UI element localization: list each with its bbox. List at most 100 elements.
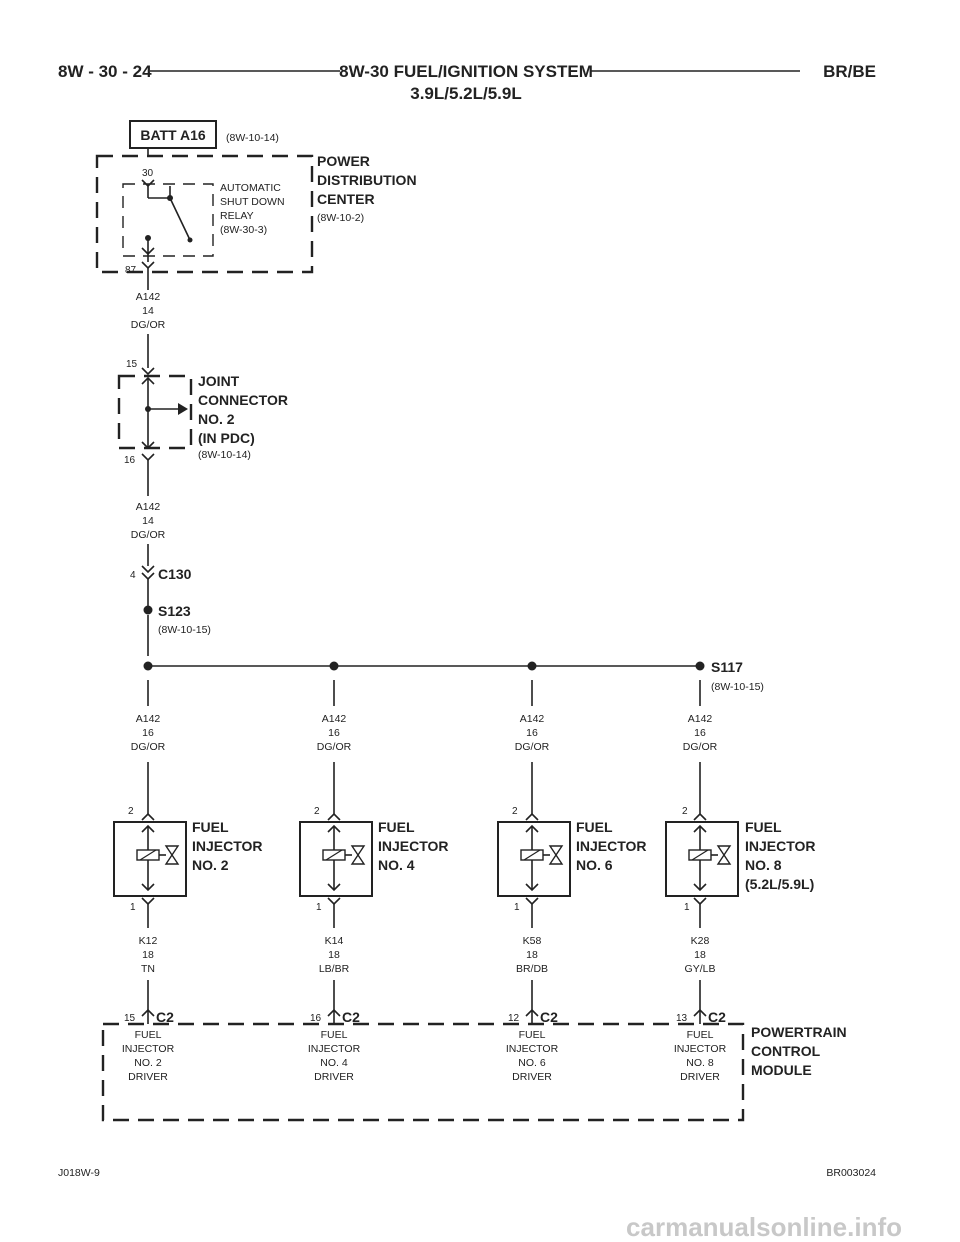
joint-pin-in: 15: [126, 359, 138, 370]
joint-name-3: NO. 2: [198, 411, 235, 427]
joint-ref: (8W-10-14): [198, 449, 251, 461]
pcm-name-1: POWERTRAIN: [751, 1024, 847, 1040]
branch-injector-8: A142 16 DG/OR 2 FUEL INJECTOR NO. 8 (5.2…: [665, 680, 816, 1083]
injector-8-name-4: (5.2L/5.9L): [745, 876, 814, 892]
branch-4-pin-bottom: 1: [684, 902, 690, 913]
branch-1-pin-bottom-connector: [141, 897, 155, 906]
bus-node-1: [143, 661, 153, 671]
page-subtitle: 3.9L/5.2L/5.9L: [410, 84, 522, 103]
joint-inner-arrow-bottom: [141, 441, 155, 450]
branch-1-wire-in-circuit: A142: [136, 713, 161, 725]
relay-arm-tip: [187, 237, 193, 243]
pcm-name-3: MODULE: [751, 1062, 812, 1078]
driver-2-line-4: DRIVER: [128, 1071, 168, 1083]
branch-4-wire-in-circuit: A142: [688, 713, 713, 725]
wire-pdc-out-circuit: A142: [136, 291, 161, 303]
joint-name-1: JOINT: [198, 373, 240, 389]
s117-label: S117: [711, 659, 743, 675]
pdc-name-3: CENTER: [317, 191, 375, 207]
injector-2-name-2: INJECTOR: [192, 838, 263, 854]
injector-4-valve-icon: [350, 845, 366, 865]
joint-branch-arrow: [178, 403, 188, 415]
joint-pin-out: 16: [124, 455, 136, 466]
injector-6-valve-icon: [548, 845, 564, 865]
injector-8-coil-slash: [691, 849, 709, 861]
battery-label: BATT A16: [140, 127, 206, 143]
driver-2-line-1: FUEL: [135, 1029, 162, 1041]
injector-2-valve-icon: [164, 845, 180, 865]
branch-2-pin-top-connector: [327, 812, 341, 821]
driver-4-line-2: INJECTOR: [308, 1043, 361, 1055]
pdc-pin-out-connector: [141, 261, 155, 270]
wire-joint-out-gauge: 14: [142, 515, 154, 527]
injector-6-name-2: INJECTOR: [576, 838, 647, 854]
branch-4-pin-bottom-connector: [693, 897, 707, 906]
branch-3-wire-in-gauge: 16: [526, 727, 538, 739]
branch-4-wire-out-gauge: 18: [694, 949, 706, 961]
bus-node-2: [329, 661, 339, 671]
page-number: 8W - 30 - 24: [58, 62, 152, 81]
injector-8-valve-icon: [716, 845, 732, 865]
branch-2-pcm-conn: C2: [342, 1009, 360, 1025]
driver-2-line-2: INJECTOR: [122, 1043, 175, 1055]
injector-2-name-1: FUEL: [192, 819, 229, 835]
injector-4-name-1: FUEL: [378, 819, 415, 835]
footer-left-code: J018W-9: [58, 1167, 100, 1179]
branch-injector-4: A142 16 DG/OR 2 FUEL INJECTOR NO. 4 1 K1…: [299, 680, 449, 1083]
branch-1-pcm-pin: 15: [124, 1013, 136, 1024]
branch-4-pin-top-connector: [693, 812, 707, 821]
driver-4-line-1: FUEL: [321, 1029, 348, 1041]
injector-4-name-2: INJECTOR: [378, 838, 449, 854]
branch-2-wire-in-circuit: A142: [322, 713, 347, 725]
branch-4-pcm-pin: 13: [676, 1013, 688, 1024]
driver-8-line-1: FUEL: [687, 1029, 714, 1041]
bus-node-3: [527, 661, 537, 671]
injector-6-coil-slash: [523, 849, 541, 861]
pdc-pin-in-connector: [141, 179, 155, 188]
watermark: carmanualsonline.info: [626, 1212, 902, 1242]
injector-8-name-1: FUEL: [745, 819, 782, 835]
branch-4-wire-out-color: GY/LB: [685, 963, 716, 975]
bus-node-4: [695, 661, 705, 671]
branch-3-pin-top: 2: [512, 806, 518, 817]
relay-output-arrow: [141, 247, 155, 256]
c130-label: C130: [158, 566, 192, 582]
branch-2-wire-out-circuit: K14: [325, 935, 344, 947]
joint-name-4: (IN PDC): [198, 430, 255, 446]
branch-1-wire-in-color: DG/OR: [131, 741, 166, 753]
branch-3-wire-in-circuit: A142: [520, 713, 545, 725]
injector-4-coil-slash: [325, 849, 343, 861]
driver-8-line-2: INJECTOR: [674, 1043, 727, 1055]
branch-2-wire-out-gauge: 18: [328, 949, 340, 961]
branch-4-pin-top: 2: [682, 806, 688, 817]
pdc-pin-out: 87: [125, 265, 137, 276]
page-title: 8W-30 FUEL/IGNITION SYSTEM: [339, 62, 593, 81]
branch-3-wire-out-gauge: 18: [526, 949, 538, 961]
relay-ref: (8W-30-3): [220, 224, 267, 236]
wire-pdc-out-gauge: 14: [142, 305, 154, 317]
driver-6-line-1: FUEL: [519, 1029, 546, 1041]
injector-8-arrow-bottom: [693, 883, 707, 892]
c130-connector-lower: [141, 572, 155, 581]
s117-ref: (8W-10-15): [711, 681, 764, 693]
battery-ref: (8W-10-14): [226, 132, 279, 144]
branch-2-wire-out-color: LB/BR: [319, 963, 350, 975]
injector-8-name-2: INJECTOR: [745, 838, 816, 854]
driver-2-line-3: NO. 2: [134, 1057, 162, 1069]
injector-4-name-3: NO. 4: [378, 857, 415, 873]
pdc-name-2: DISTRIBUTION: [317, 172, 417, 188]
driver-6-line-4: DRIVER: [512, 1071, 552, 1083]
joint-pin-out-connector: [141, 453, 155, 462]
s123-ref: (8W-10-15): [158, 624, 211, 636]
injector-6-arrow-bottom: [525, 883, 539, 892]
driver-4-line-3: NO. 4: [320, 1057, 348, 1069]
pdc-ref: (8W-10-2): [317, 212, 364, 224]
branch-2-wire-in-color: DG/OR: [317, 741, 352, 753]
c130-connector-upper: [141, 565, 155, 574]
pdc-name-1: POWER: [317, 153, 370, 169]
branch-3-pin-top-connector: [525, 812, 539, 821]
battery-box: [129, 120, 217, 149]
relay-name-1: AUTOMATIC: [220, 182, 281, 194]
branch-1-pin-top-connector: [141, 812, 155, 821]
